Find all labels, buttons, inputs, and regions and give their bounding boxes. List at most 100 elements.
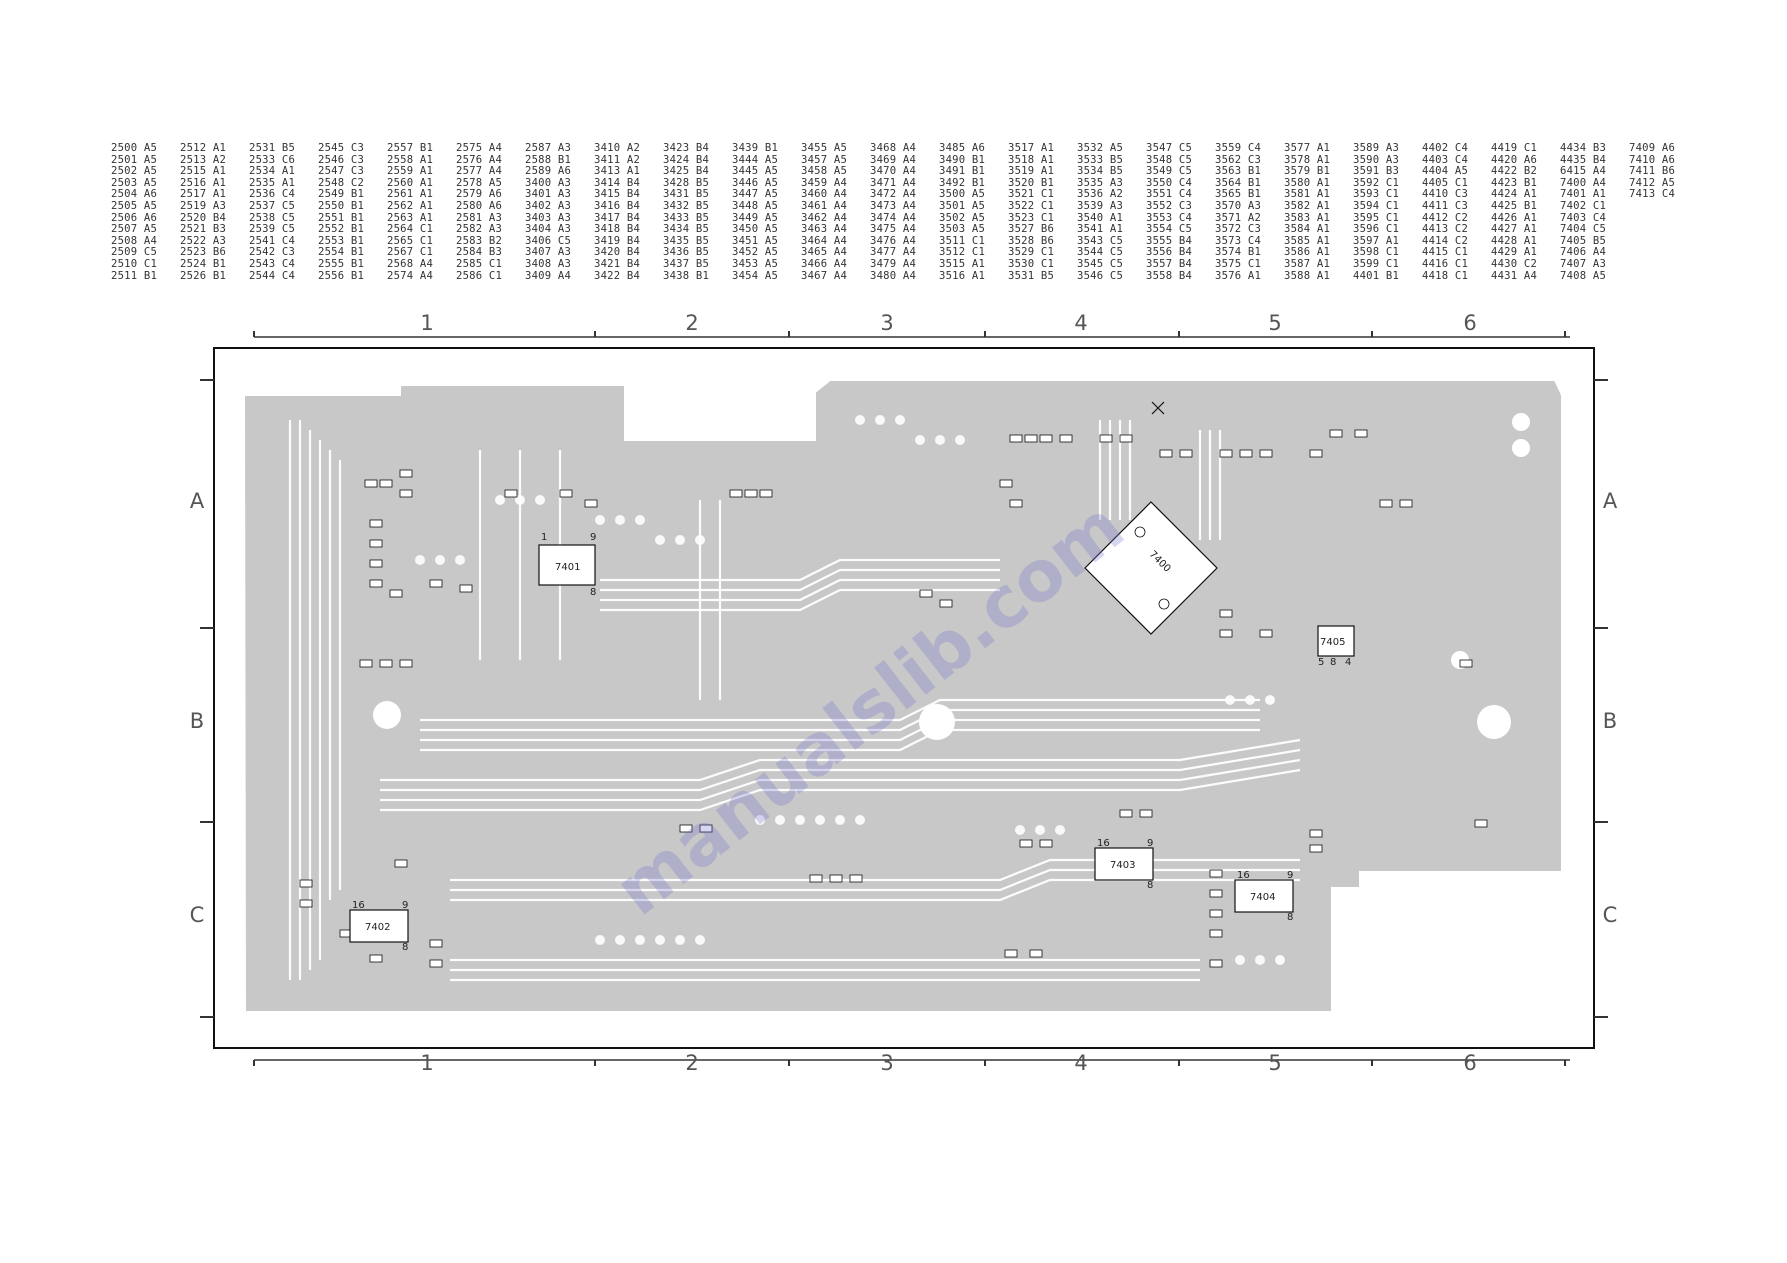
ref-entry: 3463 A4 <box>801 223 848 236</box>
ref-entry: 2544 C4 <box>249 269 296 282</box>
ref-entry: 2537 C5 <box>249 199 296 212</box>
column-label: 6 <box>1463 311 1476 335</box>
ref-entry: 2519 A3 <box>180 199 227 212</box>
ref-entry: 3522 C1 <box>1008 199 1055 212</box>
ref-entry: 3554 C5 <box>1146 223 1193 236</box>
ic-7405: 7405 5 8 4 <box>1317 625 1355 668</box>
cross-marker-icon <box>1151 401 1165 415</box>
ref-entry: 3585 A1 <box>1284 234 1331 247</box>
ref-entry: 3580 A1 <box>1284 176 1331 189</box>
ref-entry: 2561 A1 <box>387 188 434 201</box>
ref-entry: 3521 C1 <box>1008 188 1055 201</box>
ic-7403: 7403 16 8 9 <box>1094 838 1154 891</box>
ref-entry: 3574 B1 <box>1215 246 1262 259</box>
ref-entry: 4422 B2 <box>1491 165 1538 178</box>
ic-pin-label: 8 <box>1330 657 1336 668</box>
ref-entry: 3455 A5 <box>801 142 848 154</box>
ref-entry: 3450 A5 <box>732 223 779 236</box>
smd-components <box>299 429 1488 968</box>
ref-entry: 3472 A4 <box>870 188 917 201</box>
ref-entry: 3428 B5 <box>663 176 710 189</box>
ref-entry: 3473 A4 <box>870 199 917 212</box>
ref-entry: 3417 B4 <box>594 211 641 224</box>
ref-entry: 3474 A4 <box>870 211 917 224</box>
ref-entry: 3532 A5 <box>1077 142 1124 154</box>
ref-entry: 3586 A1 <box>1284 246 1331 259</box>
ref-entry: 3470 A4 <box>870 165 917 178</box>
ref-entry: 2587 A3 <box>525 142 572 154</box>
ref-entry: 2524 B1 <box>180 257 227 270</box>
column-label: 2 <box>685 311 698 335</box>
ref-entry: 2510 C1 <box>111 257 158 270</box>
ref-entry: 3552 C3 <box>1146 199 1193 212</box>
ref-entry: 7404 C5 <box>1560 223 1607 236</box>
ref-entry: 7413 C4 <box>1629 188 1676 201</box>
ref-entry: 2500 A5 <box>111 142 158 154</box>
ref-entry: 2541 C4 <box>249 234 296 247</box>
ref-entry: 3439 B1 <box>732 142 779 154</box>
column-label: 5 <box>1268 1051 1281 1075</box>
ref-entry: 2553 B1 <box>318 234 365 247</box>
ref-entry: 3477 A4 <box>870 246 917 259</box>
ref-entry: 2580 A6 <box>456 199 503 212</box>
ref-entry: 3530 C1 <box>1008 257 1055 270</box>
ref-entry: 3403 A3 <box>525 211 572 224</box>
ref-entry: 3545 C5 <box>1077 257 1124 270</box>
ref-entry: 3420 B4 <box>594 246 641 259</box>
ref-entry: 3491 B1 <box>939 165 986 178</box>
ic-ref-label: 7403 <box>1110 860 1135 871</box>
ref-entry: 3408 A3 <box>525 257 572 270</box>
ref-entry: 2551 B1 <box>318 211 365 224</box>
ref-entry: 6415 A4 <box>1560 165 1607 178</box>
ref-entry: 3598 C1 <box>1353 246 1400 259</box>
ref-entry: 3549 C5 <box>1146 165 1193 178</box>
ref-entry: 7405 B5 <box>1560 234 1607 247</box>
ref-entry: 3536 A2 <box>1077 188 1124 201</box>
ref-entry: 7400 A4 <box>1560 176 1607 189</box>
ref-entry: 3471 A4 <box>870 176 917 189</box>
ic-pin-label: 4 <box>1345 657 1351 668</box>
ref-entry: 3590 A3 <box>1353 153 1400 166</box>
ref-entry: 3462 A4 <box>801 211 848 224</box>
ref-entry: 3409 A4 <box>525 269 572 282</box>
ref-entry: 3539 A3 <box>1077 199 1124 212</box>
column-label: 3 <box>880 311 893 335</box>
ref-entry: 3476 A4 <box>870 234 917 247</box>
ref-entry: 3515 A1 <box>939 257 986 270</box>
ref-entry: 3432 B5 <box>663 199 710 212</box>
ref-entry: 3597 A1 <box>1353 234 1400 247</box>
column-label: 6 <box>1463 1051 1476 1075</box>
ref-entry: 2511 B1 <box>111 269 158 282</box>
ref-entry: 3544 C5 <box>1077 246 1124 259</box>
ref-entry: 3528 B6 <box>1008 234 1055 247</box>
ref-entry: 7406 A4 <box>1560 246 1607 259</box>
ref-entry: 3551 C4 <box>1146 188 1193 201</box>
ref-entry: 2563 A1 <box>387 211 434 224</box>
ic-ref-label: 7404 <box>1250 892 1275 903</box>
ref-entry: 2538 C5 <box>249 211 296 224</box>
ref-entry: 2526 B1 <box>180 269 227 282</box>
ic-pin-label: 9 <box>1147 838 1153 849</box>
ref-entry: 4415 C1 <box>1422 246 1469 259</box>
ref-entry: 3424 B4 <box>663 153 710 166</box>
ref-entry: 7407 A3 <box>1560 257 1607 270</box>
ref-entry: 3587 A1 <box>1284 257 1331 270</box>
ref-entry: 3529 C1 <box>1008 246 1055 259</box>
ref-entry: 3438 B1 <box>663 269 710 282</box>
ref-entry: 3535 A3 <box>1077 176 1124 189</box>
ref-entry: 3435 B5 <box>663 234 710 247</box>
ic-ref-label: 7401 <box>555 562 580 573</box>
ref-entry: 3411 A2 <box>594 153 641 166</box>
ref-entry: 3511 C1 <box>939 234 986 247</box>
ref-entry: 7409 A6 <box>1629 142 1676 154</box>
ref-entry: 3573 C4 <box>1215 234 1262 247</box>
ref-entry: 3461 A4 <box>801 199 848 212</box>
ref-entry: 3448 A5 <box>732 199 779 212</box>
